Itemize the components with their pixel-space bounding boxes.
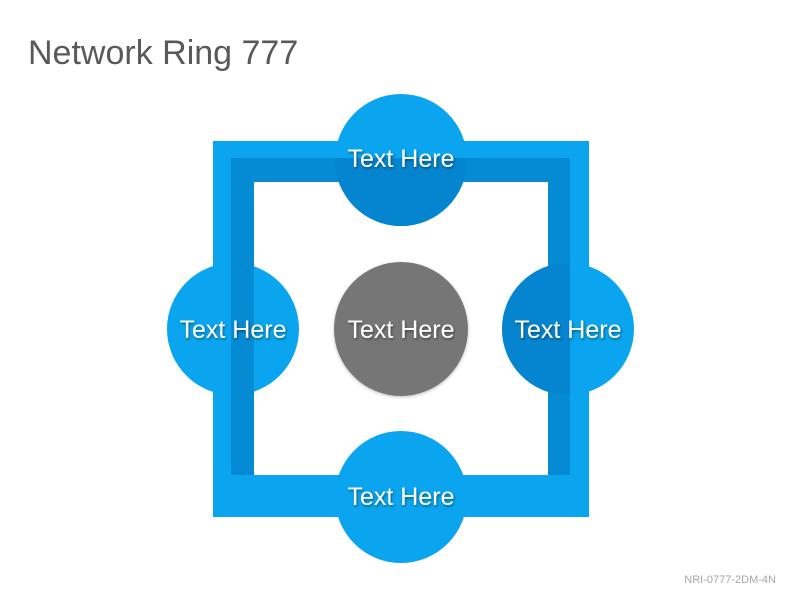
node-left-overlap [231, 263, 254, 395]
slide-code: NRI-0777-2DM-4N [684, 574, 776, 586]
node-left-label: Text Here [180, 316, 287, 344]
node-bottom-label: Text Here [348, 483, 455, 511]
node-right: Text Here [502, 263, 634, 395]
node-top-label: Text Here [348, 145, 455, 173]
node-center: Text Here [334, 262, 468, 396]
node-left: Text Here [167, 263, 299, 395]
page-title: Network Ring 777 [28, 34, 299, 72]
node-center-label: Text Here [348, 316, 455, 344]
node-top: Text Here [335, 94, 467, 226]
node-right-label: Text Here [515, 316, 622, 344]
node-bottom: Text Here [335, 431, 467, 563]
